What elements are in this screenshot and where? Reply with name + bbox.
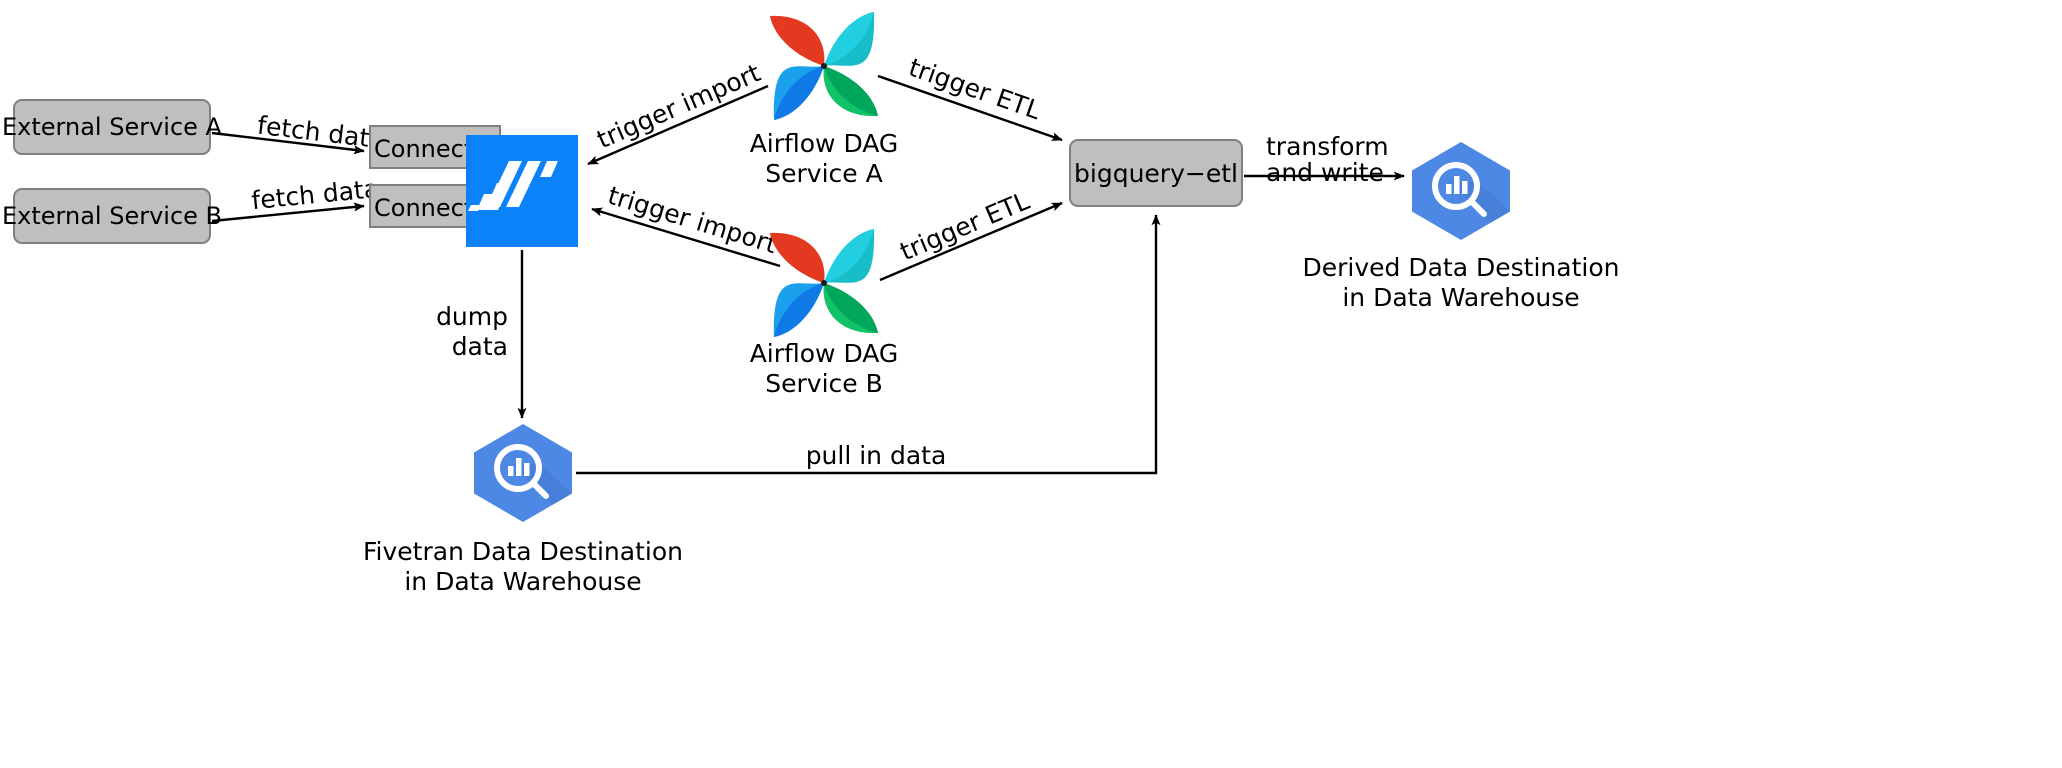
edge-label-trigger-etl-a: trigger ETL — [905, 53, 1044, 126]
edge-label-dump-line2: data — [452, 332, 508, 361]
edge-label-trigger-etl-b: trigger ETL — [896, 186, 1034, 266]
node-external-service-a[interactable]: External Service A — [2, 99, 223, 155]
external-service-a-label: External Service A — [2, 113, 223, 141]
node-fivetran-logo[interactable] — [466, 135, 578, 247]
edge-label-fetch-data-a: fetch data — [256, 111, 386, 155]
fivetran-icon — [468, 161, 558, 211]
node-fivetran-destination[interactable]: Fivetran Data Destination in Data Wareho… — [363, 424, 683, 596]
airflow-dag-a-label-line1: Airflow DAG — [750, 129, 899, 158]
airflow-dag-a-label-line2: Service A — [765, 159, 882, 188]
external-service-b-label: External Service B — [2, 202, 222, 230]
node-airflow-dag-b[interactable]: Airflow DAG Service B — [750, 229, 899, 398]
edge-label-fetch-data-b: fetch data — [250, 174, 380, 215]
node-airflow-dag-a[interactable]: Airflow DAG Service A — [750, 12, 899, 188]
airflow-dag-b-label-line2: Service B — [765, 369, 883, 398]
bigquery-etl-label: bigquery−etl — [1074, 159, 1238, 188]
node-external-service-b[interactable]: External Service B — [2, 188, 222, 244]
node-bigquery-etl[interactable]: bigquery−etl — [1069, 139, 1243, 207]
edge-airflow-a-bigquery-etl: trigger ETL — [877, 53, 1063, 142]
edge-label-transform-line1: transform — [1266, 132, 1389, 161]
edge-label-transform-line2: and write — [1266, 158, 1384, 187]
edge-bigquery-etl-derived: transform and write — [1244, 132, 1405, 187]
edge-airflow-b-fivetran: trigger import — [591, 181, 781, 268]
derived-destination-label-line2: in Data Warehouse — [1342, 283, 1579, 312]
edge-airflow-b-bigquery-etl: trigger ETL — [879, 186, 1063, 282]
bigquery-hexagon-icon-fivetran-dest — [474, 424, 572, 522]
edge-label-pull-in-data: pull in data — [806, 441, 947, 470]
derived-destination-label-line1: Derived Data Destination — [1303, 253, 1620, 282]
node-derived-destination[interactable]: Derived Data Destination in Data Warehou… — [1303, 142, 1620, 312]
airflow-pinwheel-icon-b — [770, 229, 878, 337]
edge-airflow-a-fivetran: trigger import — [587, 58, 769, 166]
edge-service-b-connector-b: fetch data — [211, 174, 380, 223]
edge-fivetran-destination: dump data — [436, 250, 527, 419]
airflow-dag-b-label-line1: Airflow DAG — [750, 339, 899, 368]
edge-service-a-connector-a: fetch data — [211, 111, 386, 155]
airflow-pinwheel-icon-a — [770, 12, 878, 120]
edge-destination-bigquery-etl: pull in data — [576, 214, 1161, 475]
edge-label-dump-line1: dump — [436, 302, 508, 331]
edge-label-trigger-import-a: trigger import — [593, 58, 765, 154]
fivetran-destination-label-line2: in Data Warehouse — [404, 567, 641, 596]
bigquery-hexagon-icon-derived — [1412, 142, 1510, 240]
fivetran-destination-label-line1: Fivetran Data Destination — [363, 537, 683, 566]
